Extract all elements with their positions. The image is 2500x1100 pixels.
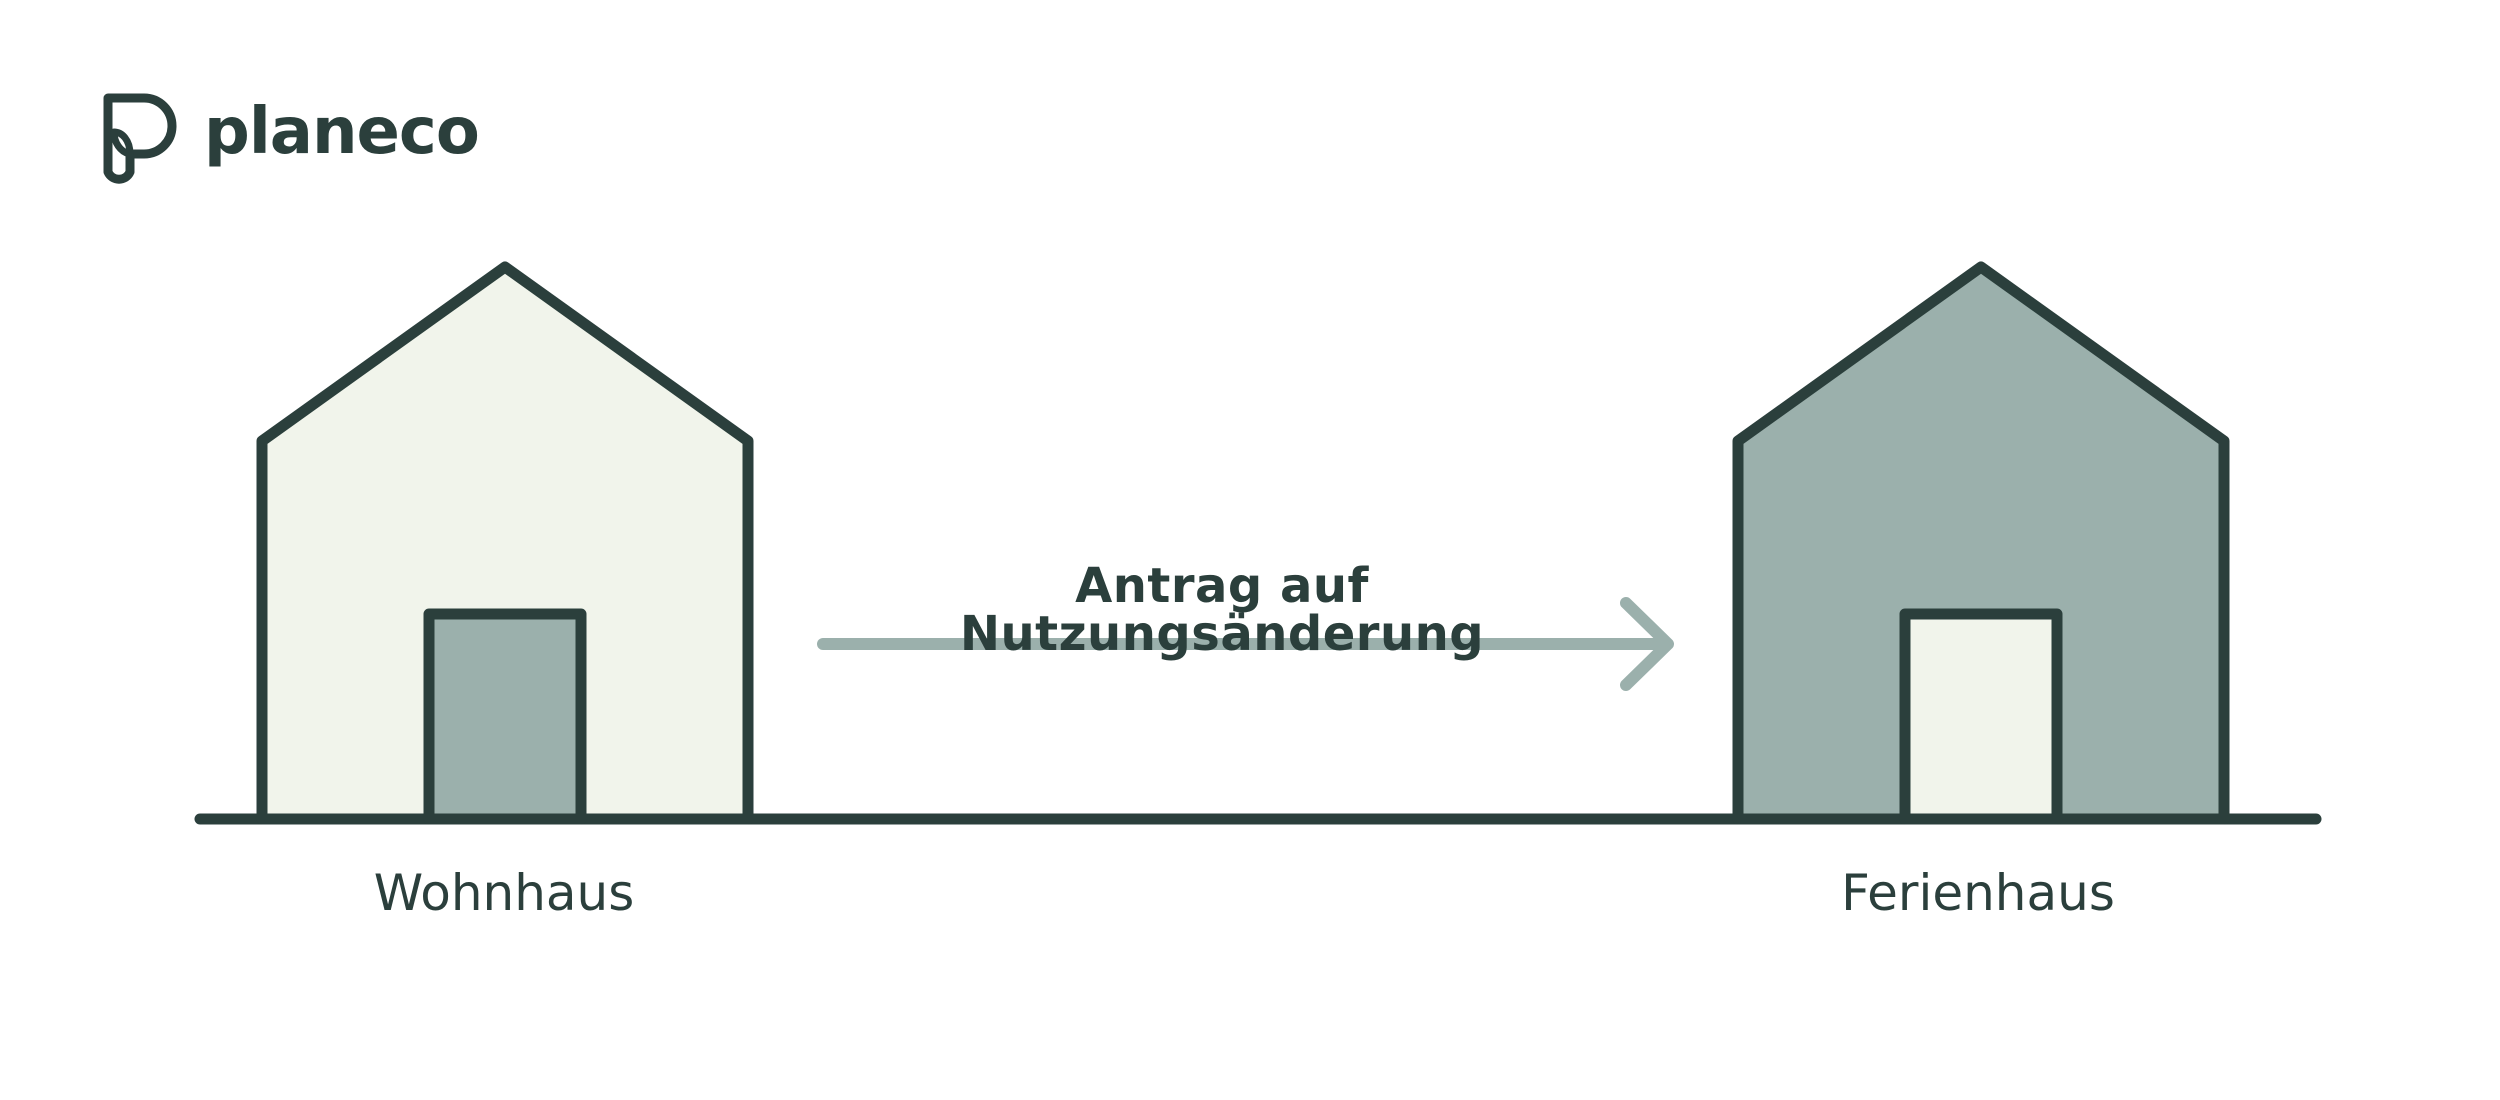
from-house-label: Wohnhaus	[373, 864, 635, 922]
house-wohnhaus	[256, 261, 754, 825]
house-ferienhaus-body	[1732, 261, 2230, 825]
leaf-p-logo-icon	[103, 93, 177, 184]
house-wohnhaus-door	[423, 608, 587, 825]
house-wohnhaus-body	[256, 261, 754, 825]
brand-logo: planeco	[100, 90, 480, 186]
house-ferienhaus	[1732, 261, 2230, 825]
transition-arrow	[817, 597, 1674, 691]
process-label: Antrag auf Nutzungsänderung	[959, 558, 1485, 662]
house-ferienhaus-door	[1899, 608, 2063, 825]
to-house-label: Ferienhaus	[1841, 864, 2115, 922]
brand-name: planeco	[204, 95, 480, 169]
